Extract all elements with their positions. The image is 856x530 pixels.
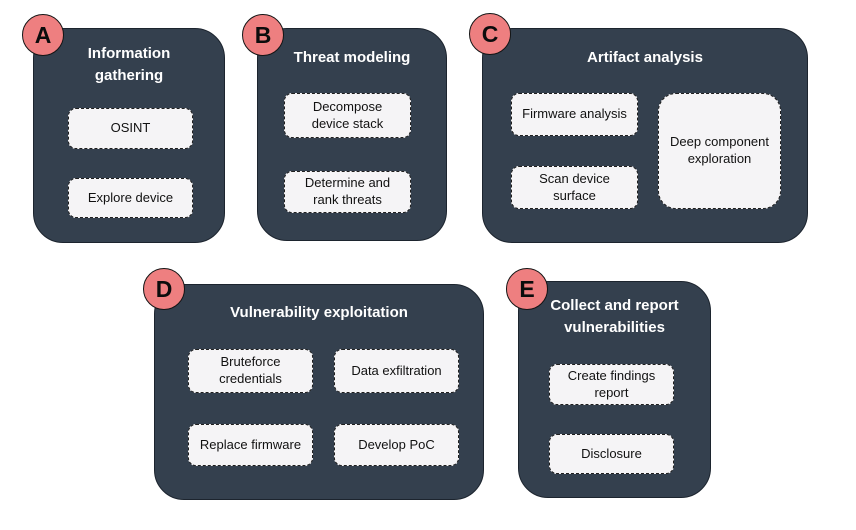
badge-b: B <box>242 14 284 56</box>
step-develop-poc: Develop PoC <box>334 424 459 466</box>
badge-a: A <box>22 14 64 56</box>
badge-d: D <box>143 268 185 310</box>
step-replace-firmware: Replace firmware <box>188 424 313 466</box>
panel-title: Threat modeling <box>293 49 411 66</box>
panel-artifact-analysis: Artifact analysis Firmware analysis Scan… <box>482 28 808 243</box>
panel-title: Information gathering <box>87 45 171 84</box>
panel-title: Vulnerability exploitation <box>230 304 408 321</box>
step-disclosure: Disclosure <box>549 434 674 474</box>
step-scan-device-surface: Scan device surface <box>511 166 638 209</box>
step-explore-device: Explore device <box>68 178 193 218</box>
badge-e: E <box>506 268 548 310</box>
panel-information-gathering: Information gathering OSINT Explore devi… <box>33 28 225 243</box>
step-determine-and-rank-threats: Determine and rank threats <box>284 171 411 213</box>
badge-c: C <box>469 13 511 55</box>
step-create-findings-report: Create findings report <box>549 364 674 405</box>
step-deep-component-exploration: Deep component exploration <box>658 93 781 209</box>
step-bruteforce-credentials: Bruteforce credentials <box>188 349 313 393</box>
panel-vulnerability-exploitation: Vulnerability exploitation Bruteforce cr… <box>154 284 484 500</box>
step-decompose-device-stack: Decompose device stack <box>284 93 411 138</box>
panel-title: Artifact analysis <box>587 49 703 66</box>
step-firmware-analysis: Firmware analysis <box>511 93 638 136</box>
panel-collect-and-report-vulnerabilities: Collect and report vulnerabilities Creat… <box>518 281 711 498</box>
panel-threat-modeling: Threat modeling Decompose device stack D… <box>257 28 447 241</box>
step-data-exfiltration: Data exfiltration <box>334 349 459 393</box>
step-osint: OSINT <box>68 108 193 149</box>
panel-title: Collect and report vulnerabilities <box>550 297 679 336</box>
